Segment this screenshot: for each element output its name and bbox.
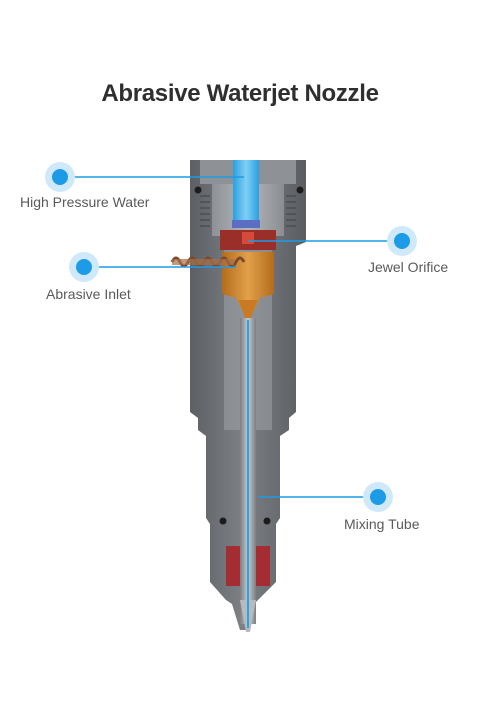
water-seal — [232, 220, 260, 228]
marker-jewel-orifice — [387, 226, 417, 256]
abrasive-hose-core — [172, 259, 234, 265]
mixing-cone — [238, 300, 258, 324]
collet-insert — [256, 546, 270, 586]
label-jewel-orifice: Jewel Orifice — [368, 259, 449, 275]
label-abrasive-inlet: Abrasive Inlet — [46, 286, 131, 302]
marker-mixing-tube — [363, 482, 393, 512]
label-mixing-tube: Mixing Tube — [344, 516, 420, 532]
abrasive-hose — [170, 256, 246, 268]
o-ring — [219, 517, 227, 525]
collet-insert — [226, 546, 240, 586]
thread-left — [200, 195, 210, 227]
marker-high-pressure-water — [45, 162, 75, 192]
orifice-jewel — [242, 232, 254, 244]
mixing-chamber — [222, 252, 274, 318]
diagram-title: Abrasive Waterjet Nozzle — [101, 80, 379, 107]
thread-right — [286, 195, 296, 227]
water-channel — [233, 160, 259, 222]
o-ring — [263, 517, 271, 525]
o-ring — [194, 186, 202, 194]
label-high-pressure-water: High Pressure Water — [20, 194, 150, 210]
marker-abrasive-inlet — [69, 252, 99, 282]
o-ring — [296, 186, 304, 194]
